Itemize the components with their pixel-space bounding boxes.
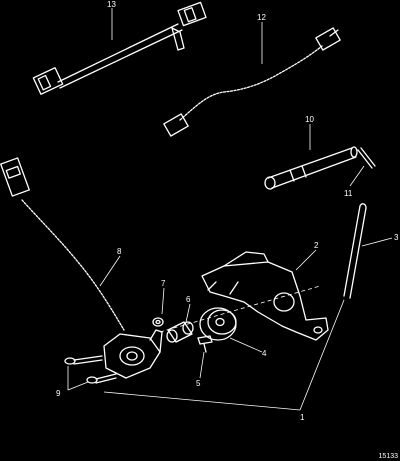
callout-7: 7 (161, 279, 166, 288)
callout-13: 13 (107, 0, 116, 9)
cotter-pin-11 (357, 147, 376, 169)
callout-4: 4 (262, 349, 267, 358)
figure-number: 15133 (379, 453, 399, 460)
pivot-pin-10 (264, 146, 358, 190)
callout-5: 5 (196, 379, 201, 388)
bracket-2 (201, 251, 329, 341)
callout-6: 6 (186, 295, 191, 304)
callout-labels: 1 2 3 4 5 6 7 8 9 10 11 12 13 (56, 0, 399, 422)
screws-9 (64, 355, 117, 384)
wiring-harness-13 (32, 1, 207, 95)
callout-8: 8 (117, 247, 122, 256)
disc-4 (199, 307, 237, 341)
callout-9: 9 (56, 389, 61, 398)
rod-3 (343, 203, 367, 299)
bushing-6 (166, 321, 194, 343)
callout-3: 3 (394, 233, 399, 242)
callout-10: 10 (305, 115, 314, 124)
assembly-axis (159, 285, 321, 333)
callout-1: 1 (300, 413, 305, 422)
sensor-body (103, 329, 163, 379)
braided-harness-12 (163, 27, 341, 137)
callout-11: 11 (344, 189, 353, 198)
callout-12: 12 (257, 13, 266, 22)
callout-2: 2 (314, 241, 319, 250)
sensor-harness-8 (0, 157, 125, 331)
washer-7 (152, 317, 164, 327)
leader-lines (67, 8, 393, 411)
